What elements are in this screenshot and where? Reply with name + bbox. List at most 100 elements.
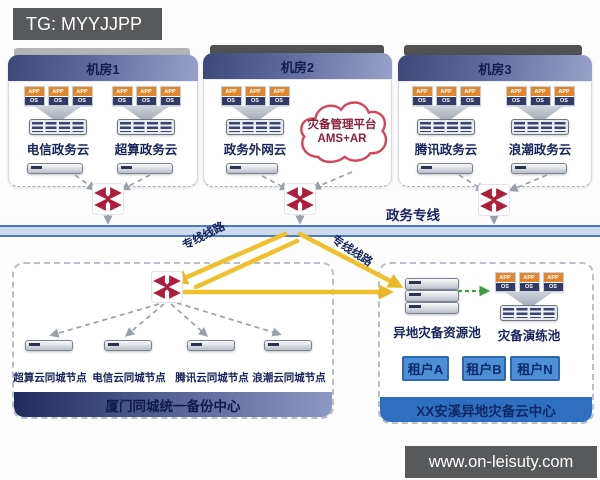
cloud-label: 电信政务云 (26, 143, 90, 157)
vm-os-label: OS (554, 97, 574, 105)
panel-shadow (210, 45, 384, 56)
vm-os-label: OS (412, 97, 432, 105)
remote-dr-footer: XX安溪异地灾备云中心 (380, 397, 592, 422)
node-label: 电信云同城节点 (92, 372, 166, 384)
vm-app-label: APP (460, 87, 480, 97)
vm-os-label: OS (543, 283, 563, 291)
vm-app-label: APP (506, 87, 526, 97)
vm-app-label: APP (24, 87, 44, 97)
server-bar-icon (27, 163, 83, 174)
blade-server-icon (226, 119, 284, 135)
funnel-shape (505, 292, 553, 305)
vm-app-label: APP (160, 87, 180, 97)
cloud-label: 政务外网云 (223, 143, 287, 157)
blade-server-icon (511, 119, 569, 135)
node-label: 超算云同城节点 (13, 372, 87, 384)
blade-server-icon (29, 119, 87, 135)
pool-label: 异地灾备资源池 (393, 326, 481, 340)
vm-os-label: OS (221, 97, 241, 105)
blade-server-icon (117, 119, 175, 135)
vm-os-label: OS (245, 97, 265, 105)
vm-app-label: APP (269, 87, 289, 97)
vm-os-label: OS (436, 97, 456, 105)
node-server-icon (104, 340, 152, 351)
dedicated-line-label-right: 专线线路 (329, 233, 375, 269)
funnel-shape (516, 106, 564, 119)
dr-platform-line1: 灾备管理平台 (307, 119, 377, 131)
cloud-icon (300, 101, 388, 164)
vm-os-label: OS (460, 97, 480, 105)
vm-app-label: APP (543, 273, 563, 283)
vm-app-label: APP (412, 87, 432, 97)
cloud-label: 超算政务云 (114, 143, 178, 157)
vm-os-label: OS (519, 283, 539, 291)
vm-os-label: OS (72, 97, 92, 105)
router-icon (92, 183, 124, 215)
node-server-icon (187, 340, 235, 351)
watermark: www.on-leisuty.com (405, 446, 597, 478)
pool-server-icon (405, 278, 459, 290)
tg-badge: TG: MYYJJPP (13, 8, 162, 40)
vm-os-label: OS (48, 97, 68, 105)
funnel-shape (422, 106, 470, 119)
node-label: 浪潮云同城节点 (252, 372, 326, 384)
pool-server-icon (405, 302, 459, 314)
pool-server-icon (405, 290, 459, 302)
dr-platform-line2: AMS+AR (317, 133, 367, 145)
vm-os-label: OS (112, 97, 132, 105)
trunk-label: 政务专线 (386, 208, 440, 223)
tenant-n-button[interactable]: 租户N (510, 356, 560, 381)
blade-slots (32, 122, 84, 132)
room2-title: 机房2 (203, 53, 392, 80)
vm-app-label: APP (495, 273, 515, 283)
cloud-label: 浪潮政务云 (508, 143, 572, 157)
local-backup-footer: 厦门同城统一备份中心 (14, 392, 332, 417)
node-server-icon (25, 340, 73, 351)
vm-os-label: OS (24, 97, 44, 105)
blade-server-icon (500, 305, 558, 321)
vm-app-label: APP (554, 87, 574, 97)
cloud-label: 腾讯政务云 (414, 143, 478, 157)
funnel-shape (122, 106, 170, 119)
vm-os-label: OS (530, 97, 550, 105)
tenant-a-button[interactable]: 租户A (402, 356, 449, 381)
blade-slots (420, 122, 472, 132)
blade-slots (120, 122, 172, 132)
server-bar-icon (117, 163, 173, 174)
blade-slots (503, 308, 555, 318)
funnel-shape (231, 106, 279, 119)
vm-os-label: OS (269, 97, 289, 105)
blade-server-icon (417, 119, 475, 135)
vm-app-label: APP (221, 87, 241, 97)
vm-os-label: OS (495, 283, 515, 291)
panel-shadow (14, 48, 190, 59)
vm-app-label: APP (519, 273, 539, 283)
dedicated-line-label-left: 专线线路 (180, 220, 228, 253)
room3-title: 机房3 (398, 55, 592, 82)
vm-os-label: OS (506, 97, 526, 105)
tenant-b-button[interactable]: 租户B (462, 356, 506, 381)
vm-os-label: OS (160, 97, 180, 105)
vm-app-label: APP (136, 87, 156, 97)
